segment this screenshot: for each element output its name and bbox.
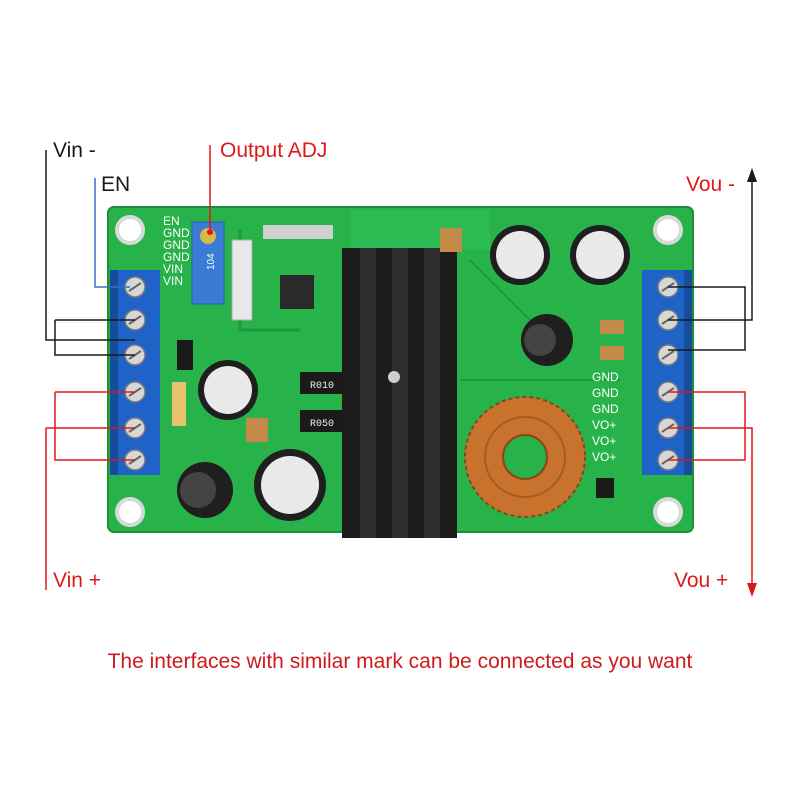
trimpot: 104 xyxy=(191,221,225,305)
left-pin-label-6: VIN xyxy=(163,274,183,288)
capacitors xyxy=(172,225,630,521)
resistor-r050-text: R050 xyxy=(310,419,334,430)
left-terminal-block xyxy=(110,270,160,475)
output-adj-label: Output ADJ xyxy=(220,139,328,162)
vou-minus-label: Vou - xyxy=(686,173,736,196)
right-pin-labels: GND GND GND VO+ VO+ VO+ xyxy=(592,370,619,464)
vin-minus-label: Vin - xyxy=(53,139,96,162)
left-pin-label-1: EN xyxy=(163,214,180,228)
trimpot-text: 104 xyxy=(206,253,217,270)
right-pin-label-6: VO+ xyxy=(592,450,616,464)
inductors xyxy=(177,314,573,518)
vin-plus-label: Vin + xyxy=(53,569,102,592)
resistor-r010-text: R010 xyxy=(310,381,334,392)
resistor-r050: R050 xyxy=(300,410,344,432)
right-terminal-block xyxy=(642,270,692,475)
resistor-r010: R010 xyxy=(300,372,344,394)
left-pin-label-2: GND xyxy=(163,226,190,240)
en-label: EN xyxy=(101,173,131,196)
vou-plus-label: Vou + xyxy=(674,569,729,592)
right-pin-label-2: GND xyxy=(592,386,619,400)
toroidal-inductor xyxy=(464,396,586,518)
right-pin-label-3: GND xyxy=(592,402,619,416)
right-pin-label-1: GND xyxy=(592,370,619,384)
left-pin-label-3: GND xyxy=(163,238,190,252)
heatsink xyxy=(342,248,457,538)
left-terminal-screw-slot-1 xyxy=(128,282,142,292)
control-chip xyxy=(231,225,333,321)
right-terminal-screw-slot-3 xyxy=(661,350,675,360)
wiring xyxy=(45,145,757,597)
left-pin-label-5: VIN xyxy=(163,262,183,276)
right-pin-label-4: VO+ xyxy=(592,418,616,432)
right-pin-label-5: VO+ xyxy=(592,434,616,448)
left-pin-label-4: GND xyxy=(163,250,190,264)
connection-note: The interfaces with similar mark can be … xyxy=(107,650,693,673)
